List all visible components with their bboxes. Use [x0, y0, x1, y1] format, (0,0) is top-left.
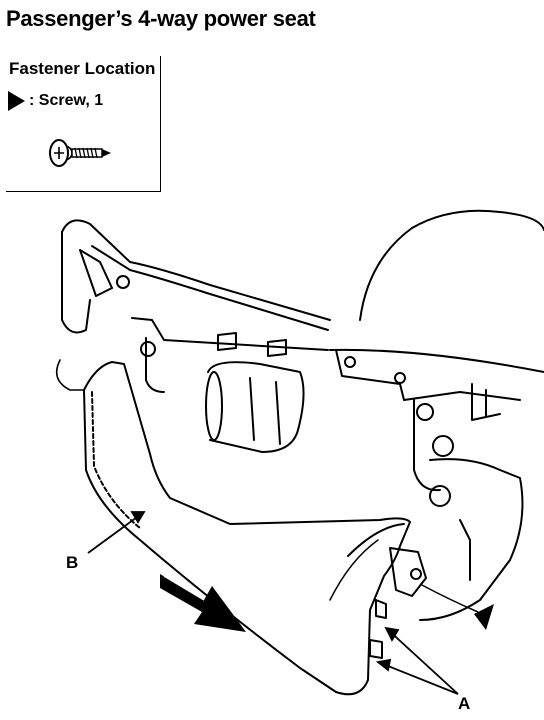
screw-location-triangle-icon — [474, 604, 494, 630]
front-frame-rail — [61, 219, 331, 321]
clip-bracket — [389, 547, 427, 597]
cover-b-outline — [83, 361, 411, 696]
callout-label-b: B — [66, 553, 79, 572]
seatback-outline — [359, 209, 544, 321]
callout-a-leader-1 — [385, 627, 459, 695]
fastener-legend: : Screw, 1 — [8, 91, 103, 111]
seat-rail-bracket — [335, 349, 521, 401]
callout-label-a: A — [458, 694, 471, 713]
front-frame-bracket — [61, 231, 91, 334]
removal-direction-arrow-icon — [160, 574, 246, 632]
seat-motor — [207, 361, 305, 453]
seat-frame — [131, 317, 329, 351]
fastener-legend-text: : Screw, 1 — [29, 92, 104, 109]
seatback-bottom-edge — [329, 348, 544, 373]
seat-diagram — [55, 209, 544, 696]
triangle-pointer-icon — [8, 91, 25, 111]
callout-a-leader-2 — [377, 661, 459, 695]
callout-b-leader — [87, 511, 145, 554]
fastener-location-box: Fastener Location : Screw, 1 — [6, 56, 161, 192]
fastener-location-heading: Fastener Location — [9, 59, 156, 78]
page-title: Passenger’s 4-way power seat — [6, 6, 316, 31]
screw-icon — [49, 139, 111, 167]
